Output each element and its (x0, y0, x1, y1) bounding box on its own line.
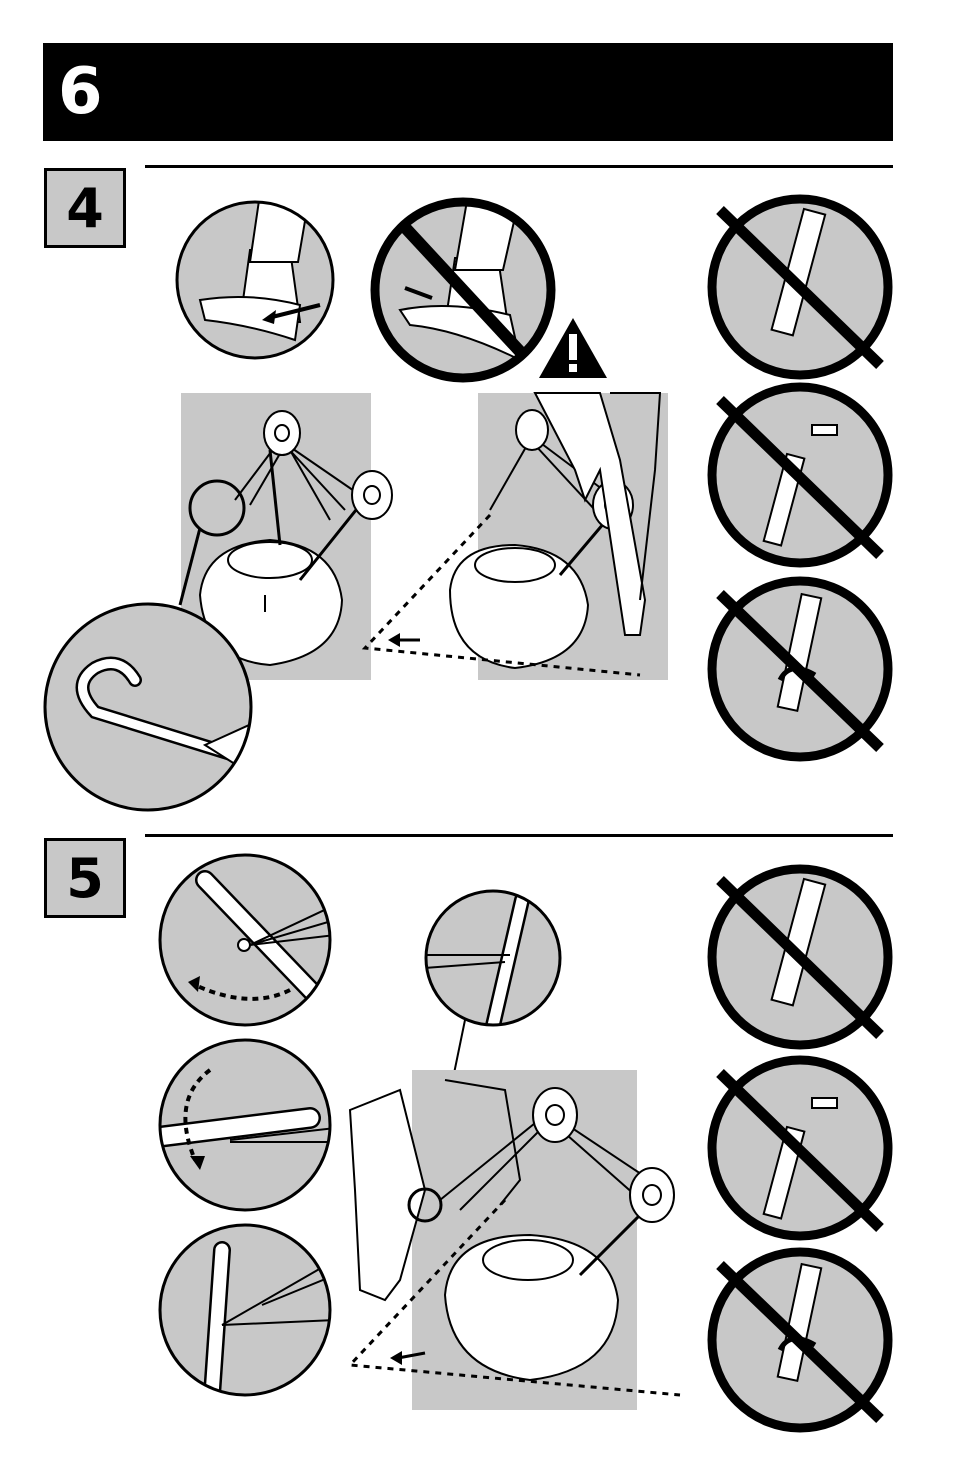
prohibited-twist-icon (712, 581, 888, 757)
warning-triangle-icon (539, 318, 607, 378)
grill-tip-panel-a (365, 393, 668, 680)
detail-leg-socket-correct (177, 180, 333, 358)
detail-leg-socket-incorrect (375, 195, 551, 378)
detail-hook-insert (160, 855, 335, 1025)
prohibited-hammer-icon-b (712, 1060, 888, 1236)
prohibited-hammer-icon (712, 387, 888, 563)
prohibited-stand-on-leg-icon-b (712, 869, 888, 1045)
detail-hook-rotate (150, 1040, 335, 1210)
detail-hook-locked (160, 1225, 335, 1395)
grill-tip-panel-b (350, 1070, 680, 1410)
prohibited-stand-on-leg-icon (712, 199, 888, 375)
prohibited-twist-icon-b (712, 1252, 888, 1428)
